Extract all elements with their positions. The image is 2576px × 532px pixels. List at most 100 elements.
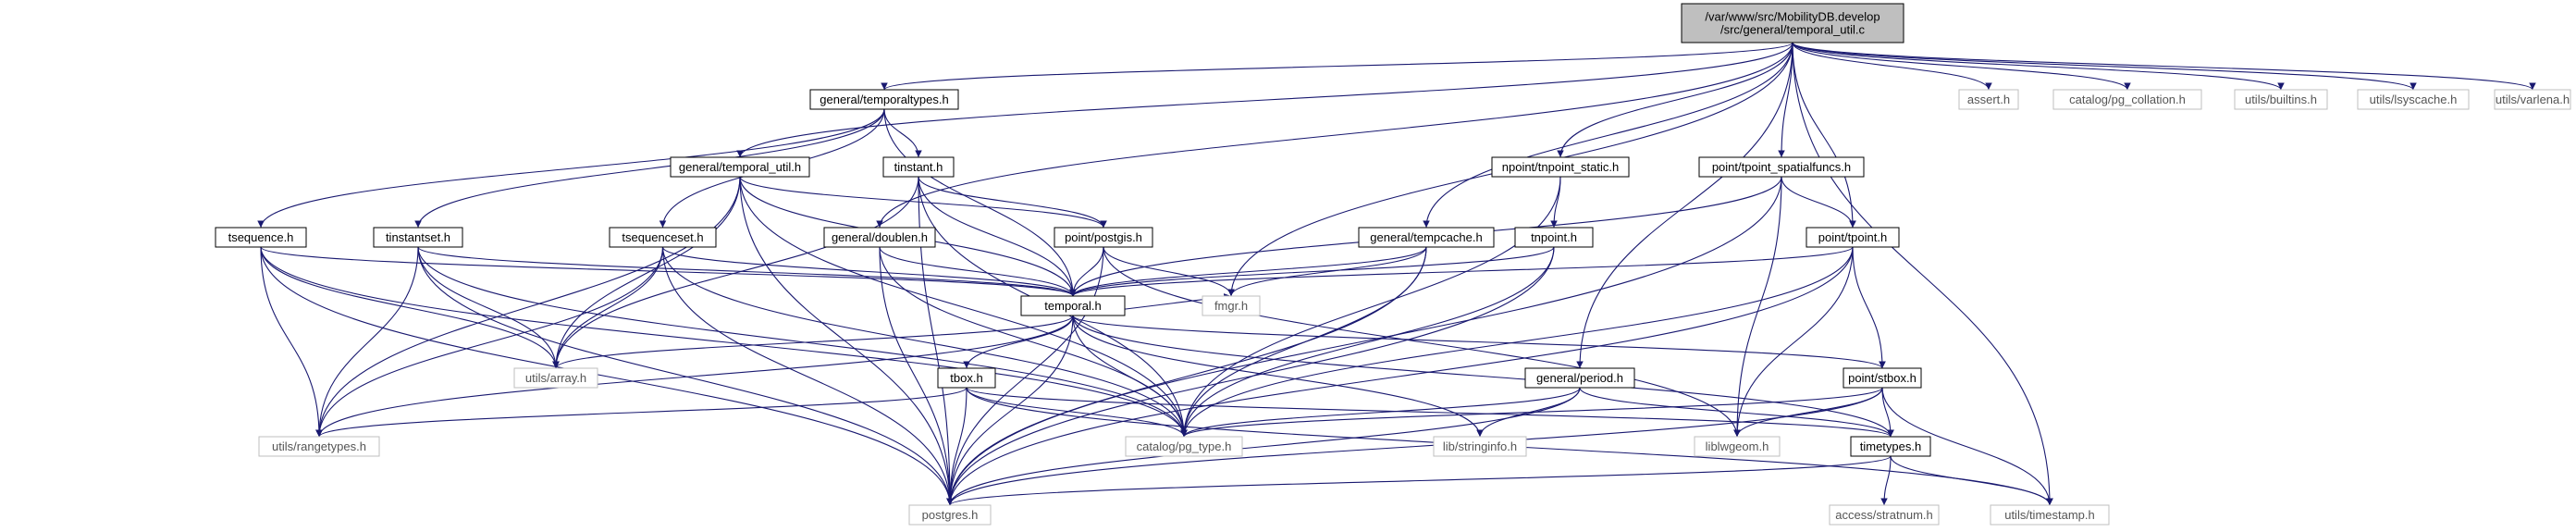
node-box — [513, 367, 598, 389]
node-tsequence-h[interactable]: tsequence.h — [215, 227, 307, 248]
node-box — [1125, 436, 1243, 457]
edge-tinstant-to-postgis — [918, 176, 1107, 229]
edge-root-to-tnpoint_static — [1557, 42, 1793, 158]
node-label: tbox.h — [950, 371, 982, 385]
edge-temporal-to-stbox — [1072, 315, 1886, 369]
node-box — [1850, 436, 1931, 457]
edge-tnpoint-to-postgres — [946, 246, 1555, 506]
edge-temporal_util_h-to-postgis — [739, 176, 1107, 229]
edge-postgis-to-fmgr — [1103, 246, 1235, 297]
node-general-period-h[interactable]: general/period.h — [1524, 367, 1635, 389]
node-label: utils/varlena.h — [2496, 93, 2570, 106]
node-lib-stringinfo-h: lib/stringinfo.h — [1433, 436, 1527, 457]
edge-tsequenceset-to-postgres — [661, 246, 954, 506]
edge-tinstantset-to-postgres — [417, 246, 954, 506]
node-point-stbox-h[interactable]: point/stbox.h — [1843, 367, 1922, 389]
edge-temporaltypes-to-tinstantset — [414, 108, 885, 229]
edge-tsequenceset-to-pg_type — [661, 246, 1188, 438]
edge-tpoint_spatial-to-tpoint — [1781, 176, 1856, 229]
edge-tbox-to-postgres — [946, 387, 968, 506]
node-npoint-tnpoint-static-h[interactable]: npoint/tnpoint_static.h — [1491, 156, 1630, 178]
node-label: general/period.h — [1536, 371, 1623, 385]
edge-root-to-lsyscache — [1792, 42, 2417, 91]
node-utils-builtins-h: utils/builtins.h — [2234, 89, 2328, 110]
node-label: catalog/pg_type.h — [1137, 439, 1232, 453]
node-box — [670, 156, 810, 178]
edge-temporal_util_h-to-postgres — [739, 176, 954, 506]
node-box — [1843, 367, 1922, 389]
edge-temporal-to-tbox — [963, 315, 1074, 369]
node-point-postgis-h[interactable]: point/postgis.h — [1054, 227, 1153, 248]
node-box — [809, 89, 959, 110]
node-tinstantset-h[interactable]: tinstantset.h — [373, 227, 463, 248]
node-general-temporal-util-h[interactable]: general/temporal_util.h — [670, 156, 810, 178]
node-box — [2357, 89, 2470, 110]
node-label: utils/array.h — [525, 371, 586, 385]
edge-doublen-to-temporal — [879, 246, 1077, 297]
edge-tpoint_spatial-to-postgres — [946, 176, 1782, 506]
node-label: utils/timestamp.h — [2004, 508, 2095, 522]
node-point-tpoint-spatialfuncs-h[interactable]: point/tpoint_spatialfuncs.h — [1698, 156, 1865, 178]
edge-root-to-timestamp — [1792, 42, 2053, 506]
node-general-temporaltypes-h[interactable]: general/temporaltypes.h — [809, 89, 959, 110]
node-tbox-h[interactable]: tbox.h — [937, 367, 996, 389]
edge-tsequenceset-to-temporal — [661, 246, 1077, 297]
edge-temporal_util_h-to-rangetypes — [315, 176, 741, 438]
node-point-tpoint-h[interactable]: point/tpoint.h — [1806, 227, 1900, 248]
node-box — [258, 436, 380, 457]
node-var-www-src-mobilitydb-develop-src-general-temporal-util-c[interactable]: /var/www/src/MobilityDB.develop/src/gene… — [1681, 3, 1904, 43]
node-box — [823, 227, 936, 248]
edge-timetypes-to-stratnum — [1880, 455, 1892, 506]
node-label: fmgr.h — [1214, 299, 1248, 313]
node-temporal-h[interactable]: temporal.h — [1020, 295, 1126, 316]
node-tinstant-h[interactable]: tinstant.h — [882, 156, 955, 178]
edge-tpoint-to-pg_type — [1180, 246, 1854, 438]
edge-temporaltypes-to-tinstant — [883, 108, 922, 158]
edge-tbox-to-rangetypes — [315, 387, 968, 438]
edge-tbox-to-timetypes — [966, 387, 1894, 438]
edge-temporal-to-timetypes — [1072, 315, 1894, 438]
node-label: access/stratnum.h — [1835, 508, 1933, 522]
node-label: tsequenceset.h — [622, 230, 703, 244]
node-box — [215, 227, 307, 248]
edge-layer — [257, 42, 2536, 506]
node-label: tsequence.h — [228, 230, 294, 244]
node-general-doublen-h[interactable]: general/doublen.h — [823, 227, 936, 248]
node-label: tnpoint.h — [1531, 230, 1577, 244]
node-box — [1433, 436, 1527, 457]
edge-tsequence-to-utils_array — [260, 246, 560, 369]
node-box — [2234, 89, 2328, 110]
node-box — [1054, 227, 1153, 248]
node-catalog-pg-collation-h: catalog/pg_collation.h — [2052, 89, 2202, 110]
node-general-tempcache-h[interactable]: general/tempcache.h — [1358, 227, 1495, 248]
edge-temporal_util_h-to-pg_type — [739, 176, 1188, 438]
node-timetypes-h[interactable]: timetypes.h — [1850, 436, 1931, 457]
edge-root-to-varlena — [1792, 42, 2536, 91]
edge-tinstantset-to-utils_array — [417, 246, 560, 369]
edge-root-to-tempcache — [1423, 42, 1793, 229]
node-utils-timestamp-h: utils/timestamp.h — [1990, 504, 2110, 526]
node-box — [1491, 156, 1630, 178]
edge-period-to-timetypes — [1579, 387, 1894, 438]
node-box — [2494, 89, 2571, 110]
node-utils-array-h: utils/array.h — [513, 367, 598, 389]
node-label: liblwgeom.h — [1706, 439, 1769, 453]
node-box — [908, 504, 992, 526]
node-access-stratnum-h: access/stratnum.h — [1829, 504, 1940, 526]
node-box — [1524, 367, 1635, 389]
edge-period-to-postgres — [946, 387, 1581, 506]
node-box — [1020, 295, 1126, 316]
edge-stbox-to-postgres — [946, 387, 1883, 506]
edge-period-to-pg_type — [1180, 387, 1581, 438]
edge-tbox-to-pg_type — [966, 387, 1188, 438]
node-tsequenceset-h[interactable]: tsequenceset.h — [609, 227, 717, 248]
edge-temporal-to-rangetypes — [315, 315, 1074, 438]
node-tnpoint-h[interactable]: tnpoint.h — [1514, 227, 1594, 248]
node-layer: /var/www/src/MobilityDB.develop/src/gene… — [215, 3, 2571, 526]
node-label: point/stbox.h — [1848, 371, 1917, 385]
edge-tnpoint_static-to-pg_type — [1180, 176, 1561, 438]
node-label: general/doublen.h — [832, 230, 928, 244]
node-utils-varlena-h: utils/varlena.h — [2494, 89, 2571, 110]
node-catalog-pg-type-h: catalog/pg_type.h — [1125, 436, 1243, 457]
